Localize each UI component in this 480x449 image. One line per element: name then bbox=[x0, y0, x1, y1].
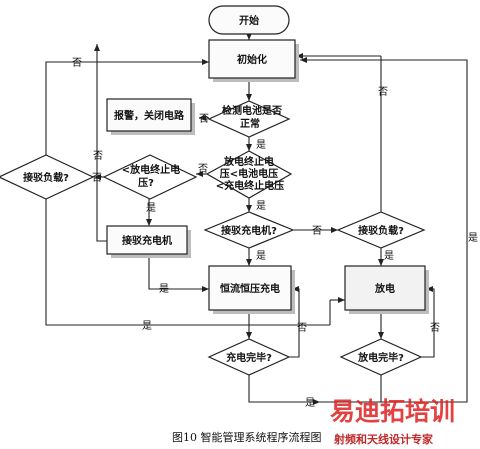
compare-voltage-line2: 压<电池电压 bbox=[220, 167, 278, 180]
label-yes-return: 是 bbox=[468, 232, 478, 244]
edge-charger-cccv bbox=[148, 255, 209, 292]
connectors bbox=[45, 33, 468, 405]
init-node: 初始化 bbox=[208, 39, 299, 82]
figure-caption: 图10 智能管理系统程序流程图 bbox=[172, 430, 322, 444]
load-right-node: 接驳负载? bbox=[336, 211, 426, 249]
init-label: 初始化 bbox=[237, 53, 267, 66]
cc-cv-charge-node: 恒流恒压充电 bbox=[208, 265, 295, 314]
label-no-charger-up: 否 bbox=[93, 150, 103, 162]
edge-loadleft-init bbox=[45, 59, 209, 155]
label-yes-check: 是 bbox=[256, 139, 266, 151]
edge-labels: 否 否 是 否 否 否 是 是 否 否 是 是 是 是 否 否 是 是 bbox=[72, 57, 478, 409]
check-battery-node: 检测电池是否 正常 bbox=[207, 100, 291, 138]
compare-voltage-node: 放电终止电 压<电池电压 <充电终止电压 bbox=[205, 150, 293, 199]
discharge-node: 放电 bbox=[344, 265, 429, 314]
discharge-end-small-node: <放电终止电 压? bbox=[102, 154, 198, 200]
edge-dischargedone-loop bbox=[421, 286, 435, 358]
label-no-chargerq: 否 bbox=[312, 225, 322, 237]
compare-voltage-line1: 放电终止电 bbox=[223, 155, 274, 168]
label-yes-small: 是 bbox=[146, 202, 156, 214]
load-left-node: 接驳负载? bbox=[0, 154, 95, 200]
edge-loadleft-discharge bbox=[45, 199, 330, 326]
label-no-compare: 否 bbox=[198, 163, 208, 175]
label-no-loadright: 否 bbox=[378, 86, 388, 98]
label-yes-compare: 是 bbox=[256, 200, 266, 212]
start-label: 开始 bbox=[239, 14, 259, 27]
charge-done-node: 充电完毕? bbox=[207, 338, 291, 376]
label-yes-loadright: 是 bbox=[384, 250, 394, 262]
alarm-label: 报警，关闭电路 bbox=[114, 109, 185, 122]
charge-done-label: 充电完毕? bbox=[226, 351, 272, 364]
label-no-chargedone: 否 bbox=[297, 322, 307, 334]
cc-cv-charge-label: 恒流恒压充电 bbox=[220, 282, 280, 295]
check-battery-line1: 检测电池是否 bbox=[222, 104, 282, 117]
label-no-dischargedone: 否 bbox=[430, 322, 440, 334]
discharge-label: 放电 bbox=[374, 282, 395, 295]
connect-charger-q-label: 接驳充电机? bbox=[221, 224, 277, 237]
edge-charger-up bbox=[96, 52, 107, 242]
alarm-node: 报警，关闭电路 bbox=[106, 98, 195, 135]
label-no-check: 否 bbox=[199, 113, 209, 125]
edge-chargedone-loop bbox=[289, 286, 300, 358]
check-battery-line2: 正常 bbox=[240, 117, 260, 130]
label-no-small: 否 bbox=[92, 172, 102, 184]
connect-charger-q-node: 接驳充电机? bbox=[203, 211, 295, 249]
label-no-loadleft: 否 bbox=[72, 57, 82, 69]
connect-charger-label: 接驳充电机 bbox=[122, 234, 172, 247]
edge-return-init bbox=[300, 57, 468, 403]
load-right-label: 接驳负载? bbox=[358, 224, 404, 237]
discharge-done-node: 放电完毕? bbox=[339, 338, 423, 376]
label-yes-loadleft: 是 bbox=[142, 320, 152, 332]
discharge-end-small-line1: <放电终止电 bbox=[122, 163, 180, 176]
connect-charger-node: 接驳充电机 bbox=[106, 225, 191, 258]
watermark-slogan: 射频和天线设计专家 bbox=[333, 432, 434, 446]
discharge-end-small-line2: 压? bbox=[138, 177, 154, 189]
start-node: 开始 bbox=[208, 5, 290, 35]
load-left-label: 接驳负载? bbox=[23, 171, 69, 184]
label-yes-chargerq: 是 bbox=[256, 250, 266, 262]
label-yes-chargedone: 是 bbox=[305, 397, 315, 409]
watermark-brand: 易迪拓培训 bbox=[330, 397, 455, 426]
label-yes-charger: 是 bbox=[159, 283, 169, 295]
discharge-done-label: 放电完毕? bbox=[357, 351, 404, 364]
compare-voltage-line3: <充电终止电压 bbox=[216, 179, 284, 192]
edge-chargedone-out bbox=[248, 375, 320, 405]
